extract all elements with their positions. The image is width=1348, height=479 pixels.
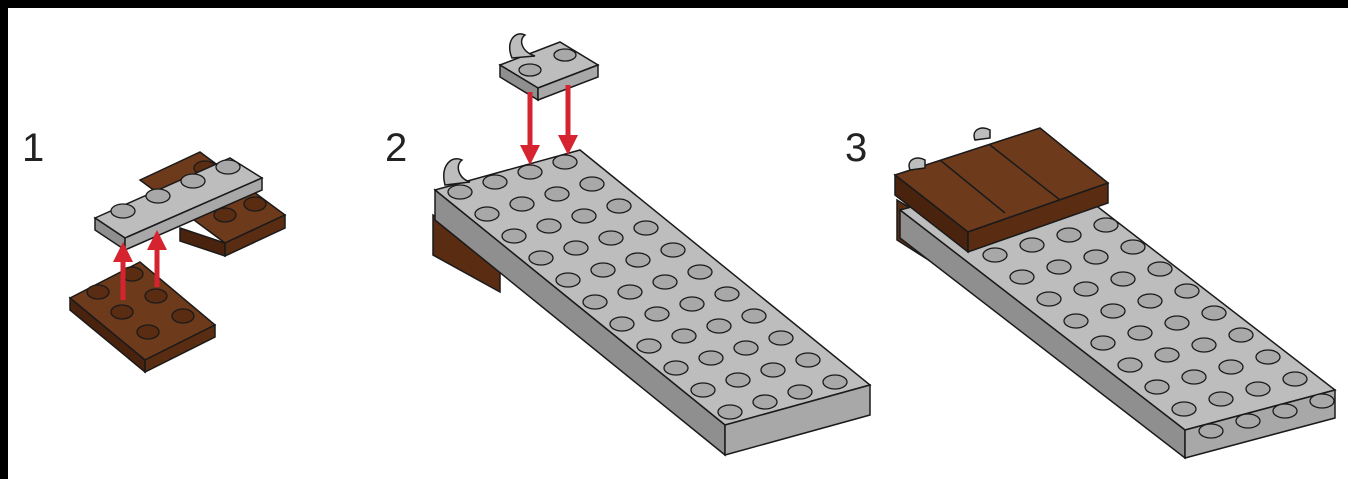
stud: [626, 253, 650, 267]
stud: [529, 251, 553, 265]
stud: [769, 331, 793, 345]
stud: [634, 221, 658, 235]
step-number-3: 3: [845, 128, 867, 168]
stud: [699, 351, 723, 365]
stud: [572, 209, 596, 223]
stud: [502, 229, 526, 243]
stud: [1155, 348, 1179, 362]
stud: [983, 248, 1007, 262]
stud: [1172, 402, 1196, 416]
stud: [1037, 292, 1061, 306]
stud: [1199, 424, 1223, 438]
stud: [734, 341, 758, 355]
stud: [448, 185, 472, 199]
stud: [1165, 316, 1189, 330]
clip-icon: [974, 128, 990, 140]
stud: [556, 273, 580, 287]
stud: [545, 187, 569, 201]
stud: [1101, 304, 1125, 318]
stud: [718, 405, 742, 419]
stud: [1091, 336, 1115, 350]
stud: [1310, 394, 1334, 408]
stud: [518, 165, 542, 179]
stud: [1094, 218, 1118, 232]
stud: [1020, 238, 1044, 252]
stud: [610, 317, 634, 331]
stud: [715, 287, 739, 301]
stud: [1175, 284, 1199, 298]
stud: [637, 339, 661, 353]
stud: [1118, 358, 1142, 372]
step-number-2: 2: [385, 128, 407, 168]
clip-icon: [909, 158, 925, 170]
stud: [1229, 328, 1253, 342]
step-number-1: 1: [22, 128, 44, 168]
stud: [753, 395, 777, 409]
stud: [583, 295, 607, 309]
stud: [742, 309, 766, 323]
stud: [1010, 270, 1034, 284]
stud: [1138, 294, 1162, 308]
stud: [645, 307, 669, 321]
stud: [1074, 282, 1098, 296]
stud: [672, 329, 696, 343]
stud: [1128, 326, 1152, 340]
stud: [1084, 250, 1108, 264]
stud: [1273, 404, 1297, 418]
stud: [691, 383, 715, 397]
stud: [483, 175, 507, 189]
stud: [664, 361, 688, 375]
stud: [1064, 314, 1088, 328]
stud: [680, 297, 704, 311]
stud: [564, 241, 588, 255]
stud: [688, 265, 712, 279]
stud: [1121, 240, 1145, 254]
stud: [661, 243, 685, 257]
stud: [1192, 338, 1216, 352]
stud: [1182, 370, 1206, 384]
stud: [599, 231, 623, 245]
stud: [1148, 262, 1172, 276]
stud: [1111, 272, 1135, 286]
stud: [1202, 306, 1226, 320]
stud: [1057, 228, 1081, 242]
stud: [653, 275, 677, 289]
stud: [823, 375, 847, 389]
stud: [553, 155, 577, 169]
stud: [591, 263, 615, 277]
stud: [1256, 350, 1280, 364]
stud: [618, 285, 642, 299]
stud: [580, 177, 604, 191]
stud: [796, 353, 820, 367]
stud: [510, 197, 534, 211]
stud: [761, 363, 785, 377]
stud: [1219, 360, 1243, 374]
stud: [475, 207, 499, 221]
stud: [1236, 414, 1260, 428]
stud: [607, 199, 631, 213]
stud: [537, 219, 561, 233]
stud: [1283, 372, 1307, 386]
stud: [726, 373, 750, 387]
stud: [1145, 380, 1169, 394]
stud: [1246, 382, 1270, 396]
stud: [788, 385, 812, 399]
stud: [1047, 260, 1071, 274]
stud: [707, 319, 731, 333]
stud: [1209, 392, 1233, 406]
